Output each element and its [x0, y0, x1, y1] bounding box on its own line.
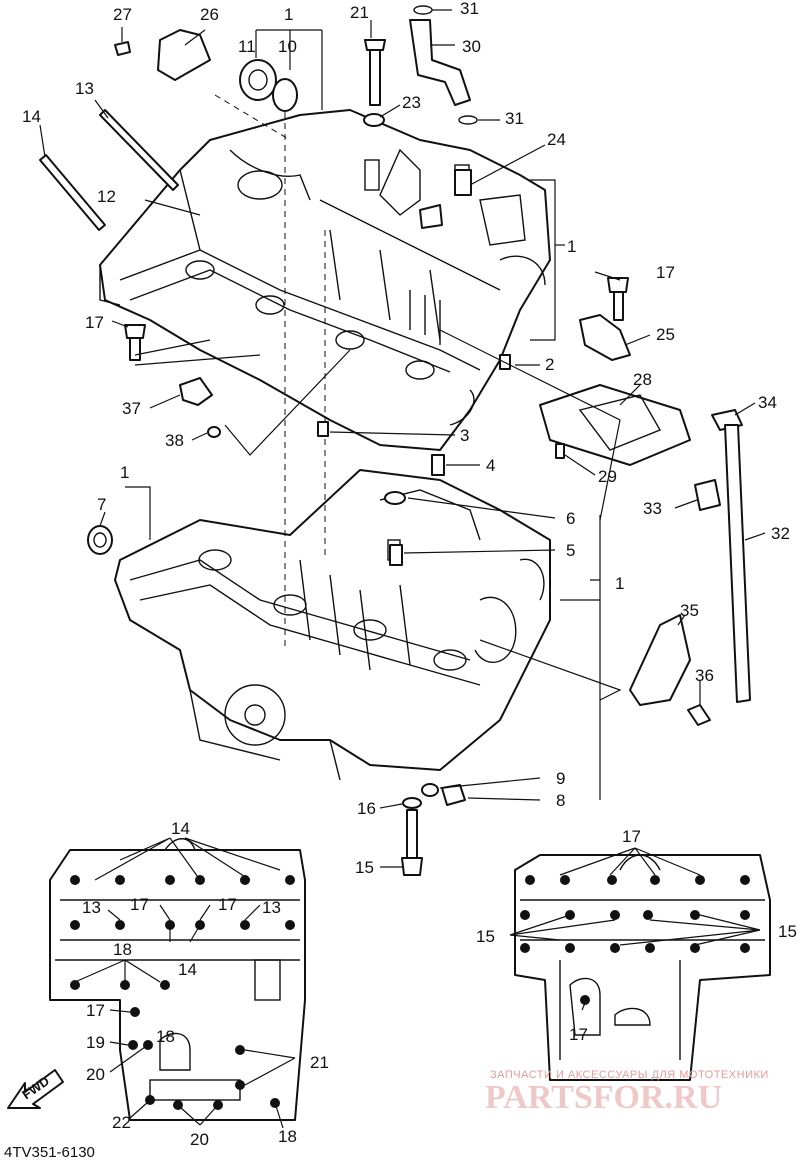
part-label-32: 32 — [771, 524, 790, 543]
part-label-21: 21 — [350, 3, 369, 22]
fwd-arrow: FWD — [7, 1069, 64, 1109]
part-label-10: 10 — [278, 37, 297, 56]
detail-left-label-18-top: 18 — [113, 940, 132, 959]
detail-right-crankcase-top — [509, 847, 771, 1081]
part-label-12: 12 — [97, 187, 116, 206]
part-code: 4TV351-6130 — [4, 1144, 95, 1160]
detail-left-label-13-right: 13 — [262, 898, 281, 917]
part-label-2: 2 — [545, 355, 554, 374]
detail-right-label-15-left: 15 — [476, 927, 495, 946]
part-label-11: 11 — [238, 37, 256, 56]
part-label-16: 16 — [357, 799, 376, 818]
part-label-23: 23 — [402, 93, 421, 112]
detail-left-label-18-mid: 18 — [156, 1027, 175, 1046]
detail-left-label-20-bottom: 20 — [190, 1130, 209, 1149]
part-label-1-mid: 1 — [120, 463, 129, 482]
part-label-1-right: 1 — [615, 574, 624, 593]
part-label-7: 7 — [97, 495, 106, 514]
part-labels: 1 27 26 11 10 21 31 30 23 31 24 13 14 12… — [22, 0, 790, 877]
detail-left-label-22: 22 — [112, 1113, 131, 1132]
part-label-31-top: 31 — [460, 0, 479, 18]
detail-right-label-17-bottom: 17 — [569, 1025, 588, 1044]
part-label-6: 6 — [566, 509, 575, 528]
detail-right-label-15-right: 15 — [778, 922, 797, 941]
part-label-5: 5 — [566, 541, 575, 560]
small-parts — [39, 5, 751, 876]
part-label-34: 34 — [758, 393, 777, 412]
part-label-26: 26 — [200, 5, 219, 24]
detail-right-labels: 17 15 15 17 — [476, 827, 797, 1044]
part-label-29: 29 — [598, 467, 617, 486]
watermark: ЗАПЧАСТИ И АКСЕССУАРЫ ДЛЯ МОТОТЕХНИКИ PA… — [485, 1069, 769, 1116]
detail-left-label-19: 19 — [86, 1033, 105, 1052]
detail-left-label-20-left: 20 — [86, 1065, 105, 1084]
part-label-25: 25 — [656, 325, 675, 344]
watermark-logo-text: PARTSFOR.RU — [485, 1079, 722, 1116]
part-label-35: 35 — [680, 601, 699, 620]
part-label-17-left: 17 — [85, 313, 104, 332]
part-label-33: 33 — [643, 499, 662, 518]
part-label-31-mid: 31 — [505, 109, 524, 128]
lower-crankcase — [114, 469, 551, 781]
part-label-28: 28 — [633, 370, 652, 389]
detail-left-label-17-bottom: 17 — [86, 1001, 105, 1020]
leader-lines — [39, 9, 766, 868]
part-label-13: 13 — [75, 79, 94, 98]
part-label-1-side: 1 — [567, 237, 576, 256]
part-label-4: 4 — [486, 456, 495, 475]
part-label-9: 9 — [556, 769, 565, 788]
detail-left-crankcase-bottom — [49, 837, 306, 1129]
part-label-24: 24 — [547, 130, 566, 149]
detail-right-label-17-top: 17 — [622, 827, 641, 846]
part-label-1-top: 1 — [284, 5, 293, 24]
part-label-30: 30 — [462, 37, 481, 56]
part-label-27: 27 — [113, 5, 132, 24]
detail-left-label-18-bottom: 18 — [278, 1127, 297, 1146]
part-label-3: 3 — [460, 426, 469, 445]
detail-left-label-14-top: 14 — [171, 819, 190, 838]
watermark-tagline: ЗАПЧАСТИ И АКСЕССУАРЫ ДЛЯ МОТОТЕХНИКИ — [490, 1069, 769, 1081]
part-label-15: 15 — [355, 858, 374, 877]
detail-left-label-13-left: 13 — [82, 898, 101, 917]
part-label-8: 8 — [556, 791, 565, 810]
part-label-17-right: 17 — [656, 263, 675, 282]
part-label-36: 36 — [695, 666, 714, 685]
part-label-37: 37 — [122, 399, 141, 418]
detail-left-label-17-left: 17 — [130, 895, 149, 914]
detail-left-label-14-mid: 14 — [178, 960, 197, 979]
detail-left-label-17-right: 17 — [218, 895, 237, 914]
detail-left-labels: 14 13 17 17 13 18 14 17 18 19 21 20 22 2… — [82, 819, 329, 1149]
detail-left-label-21: 21 — [310, 1053, 329, 1072]
alignment-lines — [214, 90, 326, 650]
part-label-14: 14 — [22, 107, 41, 126]
part-label-38: 38 — [165, 431, 184, 450]
